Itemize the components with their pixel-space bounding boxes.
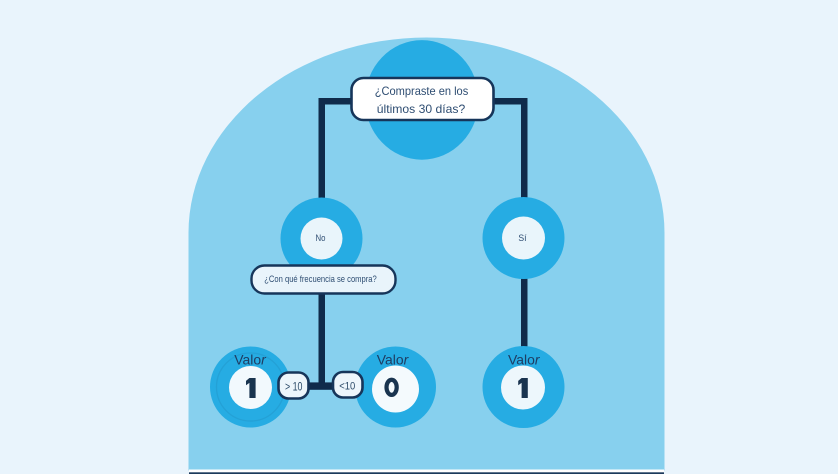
- svg-text:<10: <10: [339, 381, 355, 393]
- svg-text:¿Compraste en los: ¿Compraste en los: [375, 84, 469, 98]
- svg-text:Sí: Sí: [518, 233, 527, 243]
- svg-text:Valor: Valor: [508, 352, 541, 368]
- svg-text:¿Con qué frecuencia se compra?: ¿Con qué frecuencia se compra?: [264, 274, 377, 284]
- svg-text:Valor: Valor: [234, 352, 267, 368]
- svg-text:Valor: Valor: [377, 352, 410, 368]
- svg-text:No: No: [316, 233, 326, 243]
- svg-text:últimos 30 días?: últimos 30 días?: [377, 102, 466, 116]
- svg-text:> 10: > 10: [285, 381, 303, 393]
